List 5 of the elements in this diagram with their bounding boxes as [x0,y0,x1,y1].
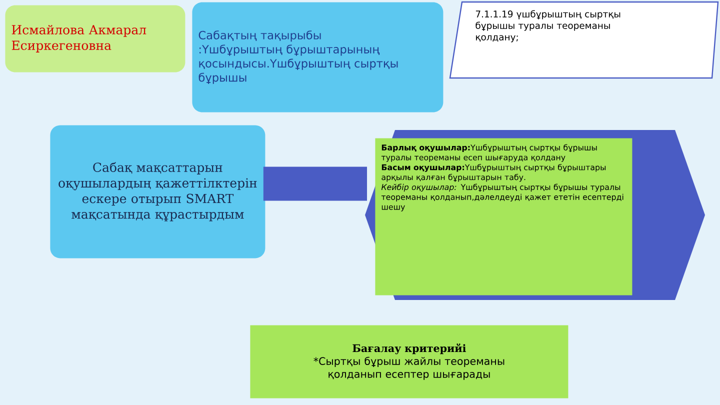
goal-box: Сабақ мақсаттарын оқушылардың қажеттілктерін ескере отырып SMART мақсатында құрастырдым [50,125,266,258]
criteria-box: Бағалау критерийі *Сыртқы бұрыш жайлы теореманы қолданып есептер шығарады [250,325,568,398]
name-box: Исмайлова Акмарал Есиркегеновна [5,5,186,72]
topic-box: Сабақтың тақырыбы :Үшбұрыштың бұрыштарының қосындысы.Үшбұрыштың сыртқы бұрышы [192,2,444,112]
objective-box: 7.1.1.19 үшбұрыштың сыртқы бұрышы туралы теореманы қолдану; [449,1,719,79]
